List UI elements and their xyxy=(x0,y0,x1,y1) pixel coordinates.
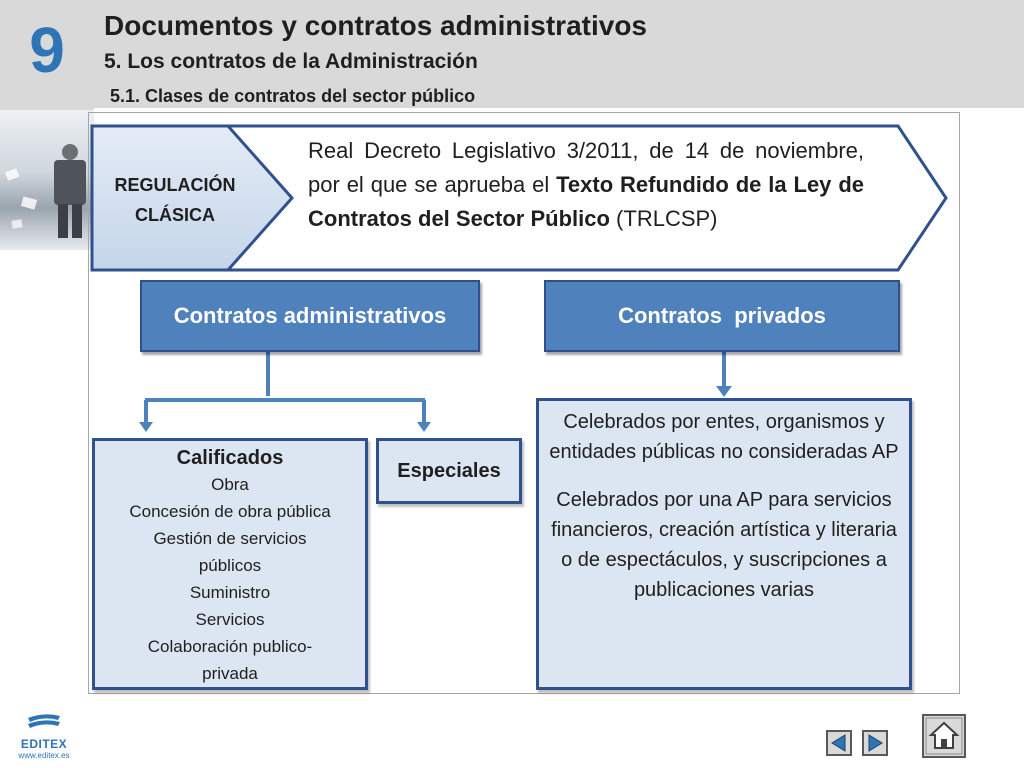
page-title: Documentos y contratos administrativos xyxy=(104,10,648,41)
private-contracts-box: Contratos privados xyxy=(544,280,900,352)
next-button[interactable] xyxy=(862,730,888,756)
home-button[interactable] xyxy=(922,714,966,758)
content-frame xyxy=(88,112,960,694)
arrow-to-especiales xyxy=(417,422,431,432)
arrow-to-calificados xyxy=(139,422,153,432)
private-contracts-label: Contratos privados xyxy=(618,303,826,328)
calificados-box: Calificados Obra Concesión de obra públi… xyxy=(92,438,368,690)
calificados-item: Gestión de servicios xyxy=(153,529,307,548)
calificados-item: públicos xyxy=(198,556,262,575)
section-subtitle: 5.1. Clases de contratos del sector públ… xyxy=(110,86,476,106)
calificados-title: Calificados xyxy=(176,447,284,469)
triangle-right-icon xyxy=(862,730,888,756)
triangle-left-icon xyxy=(826,730,852,756)
decree-part2: (TRLCSP) xyxy=(609,206,718,231)
private-desc-paragraph-1: Celebrados por entes, organismos y entid… xyxy=(549,411,899,463)
regulation-chevron xyxy=(90,124,295,272)
regulation-label-line2: CLÁSICA xyxy=(135,205,215,225)
editex-logo: EDITEX www.editex.es xyxy=(14,712,74,760)
regulation-label-line1: REGULACIÓN xyxy=(114,175,236,195)
admin-contracts-label: Contratos administrativos xyxy=(173,303,447,328)
logo-url: www.editex.es xyxy=(18,751,70,760)
especiales-label: Especiales xyxy=(397,459,501,482)
calificados-item: Suministro xyxy=(189,583,271,602)
decree-bold: Texto Refundido de la Ley de Contratos d… xyxy=(308,172,864,231)
especiales-box: Especiales xyxy=(376,438,522,504)
left-panel: 9 xyxy=(0,0,94,768)
calificados-item: Concesión de obra pública xyxy=(129,502,331,521)
home-icon xyxy=(922,714,966,758)
calificados-item: Obra xyxy=(211,475,249,494)
logo-name: EDITEX xyxy=(20,737,68,751)
editex-logo-icon xyxy=(28,714,60,728)
decorative-photo xyxy=(0,110,94,250)
regulation-label: REGULACIÓN CLÁSICA xyxy=(100,170,250,230)
private-desc-paragraph-2: Celebrados por una AP para servicios fin… xyxy=(551,489,897,601)
arrow-to-private-desc xyxy=(716,386,732,397)
calificados-item: Servicios xyxy=(195,610,265,629)
chapter-box: 9 xyxy=(0,0,94,110)
admin-contracts-box: Contratos administrativos xyxy=(140,280,480,352)
calificados-item: privada xyxy=(202,664,258,683)
decree-part1: Real Decreto Legislativo 3/2011, de 14 d… xyxy=(308,138,864,197)
calificados-item: Colaboración publico- xyxy=(147,637,313,656)
chapter-number: 9 xyxy=(29,14,65,86)
decree-text: Real Decreto Legislativo 3/2011, de 14 d… xyxy=(308,134,864,236)
private-desc-box: Celebrados por entes, organismos y entid… xyxy=(536,398,912,690)
private-desc-text: Celebrados por entes, organismos y entid… xyxy=(539,401,909,605)
prev-button[interactable] xyxy=(826,730,852,756)
page-subtitle: 5. Los contratos de la Administración xyxy=(104,50,478,73)
header-band xyxy=(94,0,1024,108)
